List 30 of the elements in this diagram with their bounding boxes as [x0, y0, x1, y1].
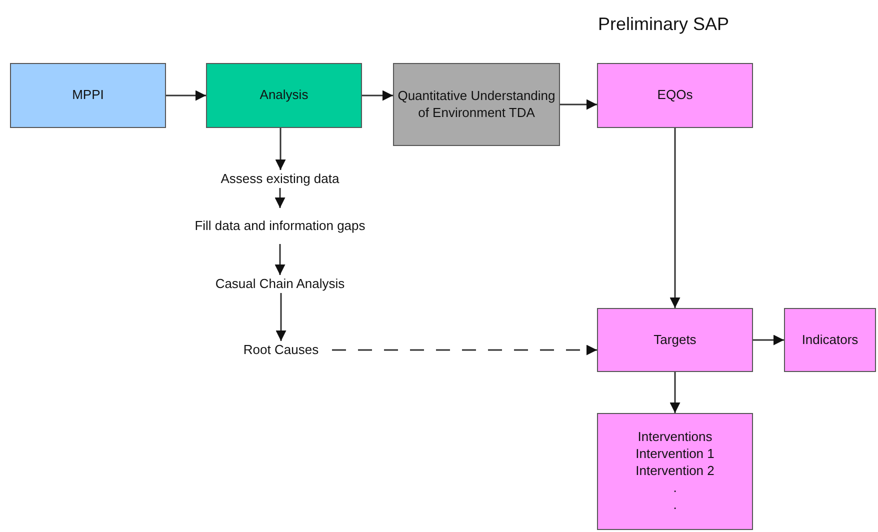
arrow [276, 293, 286, 341]
arrow [753, 334, 784, 346]
box-label: . [673, 480, 677, 497]
process-box [206, 63, 362, 128]
process-box [10, 63, 166, 128]
arrow [560, 99, 597, 110]
process-box [597, 63, 753, 128]
box-label: Quantitative Understanding of Environment TDA [396, 88, 556, 122]
box-label: EQOs [657, 87, 693, 104]
box-label: MPPI [72, 87, 104, 104]
arrow [670, 128, 680, 308]
box-label: Interventions [638, 429, 712, 446]
arrow [274, 188, 286, 208]
box-label: Targets [654, 332, 696, 348]
arrow [332, 344, 597, 356]
process-box [597, 413, 753, 530]
arrow [274, 244, 286, 275]
box-label: Intervention 1 [636, 446, 714, 464]
box-label: Analysis [260, 87, 308, 104]
arrow [166, 90, 206, 101]
process-box [597, 308, 753, 372]
arrow [670, 372, 680, 413]
arrow [275, 128, 286, 170]
process-box [393, 63, 560, 146]
box-label: . [673, 496, 677, 514]
process-box [784, 308, 876, 372]
box-label: Intervention 2 [636, 463, 714, 480]
arrow [362, 90, 393, 101]
box-label: Indicators [802, 332, 858, 348]
heading: Preliminary SAP [598, 14, 730, 35]
